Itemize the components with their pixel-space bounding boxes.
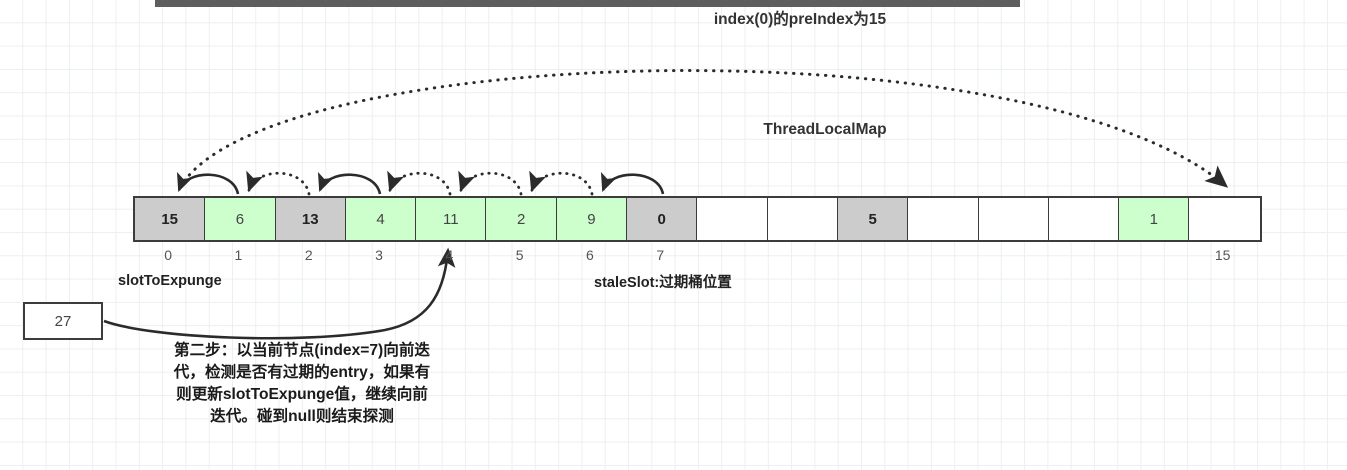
arc-3-to-2 (317, 171, 382, 195)
array-cell-0: 15 (135, 198, 206, 240)
array-cell-7: 0 (627, 198, 698, 240)
index-tick-2: 2 (304, 247, 313, 263)
index-tick-0: 0 (164, 247, 173, 263)
threadlocalmap-label: ThreadLocalMap (763, 121, 887, 138)
array-cell-6: 9 (556, 198, 628, 240)
caption-line-1: 代，检测是否有过期的entry，如果有 (173, 364, 431, 382)
array-cell-value: 13 (301, 210, 319, 228)
array-cell-value: 2 (516, 210, 526, 228)
array-cell-value: 15 (161, 210, 178, 228)
array-cell-8 (697, 198, 768, 240)
array-cell-9 (767, 198, 838, 240)
arc-7-to-6 (600, 171, 665, 195)
array-cell-13 (1048, 198, 1120, 240)
step-caption: 第二步：以当前节点(index=7)向前迭代，检测是否有过期的entry，如果有… (118, 340, 486, 429)
index-tick-3: 3 (375, 247, 383, 263)
arc-2-to-1 (246, 170, 311, 196)
array-cell-value: 4 (376, 210, 385, 228)
caption-line-3: 迭代。碰到null则结束探测 (210, 408, 394, 426)
threadlocalmap-array: 15 6 13 4 11 2 9 0 5 1 (133, 196, 1262, 242)
array-cell-value: 0 (657, 210, 666, 228)
index-tick-1: 1 (234, 247, 243, 263)
index-tick-15: 15 (1214, 247, 1231, 263)
index-tick-5: 5 (515, 247, 524, 263)
stale-slot-label: staleSlot:过期桶位置 (594, 275, 732, 291)
array-cell-10: 5 (837, 198, 909, 240)
diagram-title: index(0)的preIndex为15 (713, 11, 887, 28)
array-cell-4: 11 (416, 198, 487, 240)
array-cell-2: 13 (275, 198, 346, 240)
array-cell-value: 5 (868, 210, 877, 228)
arc-4-to-3 (387, 170, 452, 196)
array-cell-15 (1189, 198, 1260, 240)
index-tick-6: 6 (586, 247, 594, 263)
slot-to-expunge-label: slotToExpunge (118, 273, 222, 289)
array-cell-12 (978, 198, 1049, 240)
caption-line-0: 第二步：以当前节点(index=7)向前迭 (173, 342, 431, 359)
array-cell-value: 1 (1149, 210, 1158, 228)
caption-line-2: 则更新slotToExpunge值，继续向前 (176, 386, 428, 404)
arc-6-to-5 (529, 170, 594, 196)
array-cell-value: 11 (443, 210, 459, 228)
array-cell-3: 4 (345, 198, 417, 240)
pointer-27-to-index4 (103, 247, 456, 340)
index-tick-4: 4 (445, 247, 454, 263)
array-cell-value: 6 (235, 210, 245, 228)
arc-5-to-4 (458, 170, 523, 196)
top-gray-bar (155, 0, 1020, 7)
array-cell-14: 1 (1119, 198, 1190, 240)
arc-1-to-0 (176, 171, 240, 195)
value-box-27: 27 (23, 302, 103, 340)
array-cell-value: 9 (587, 210, 596, 228)
index-tick-7: 7 (656, 247, 665, 263)
array-cell-5: 2 (486, 198, 557, 240)
array-cell-11 (908, 198, 979, 240)
value-box-27-text: 27 (54, 312, 72, 330)
array-cell-1: 6 (205, 198, 276, 240)
